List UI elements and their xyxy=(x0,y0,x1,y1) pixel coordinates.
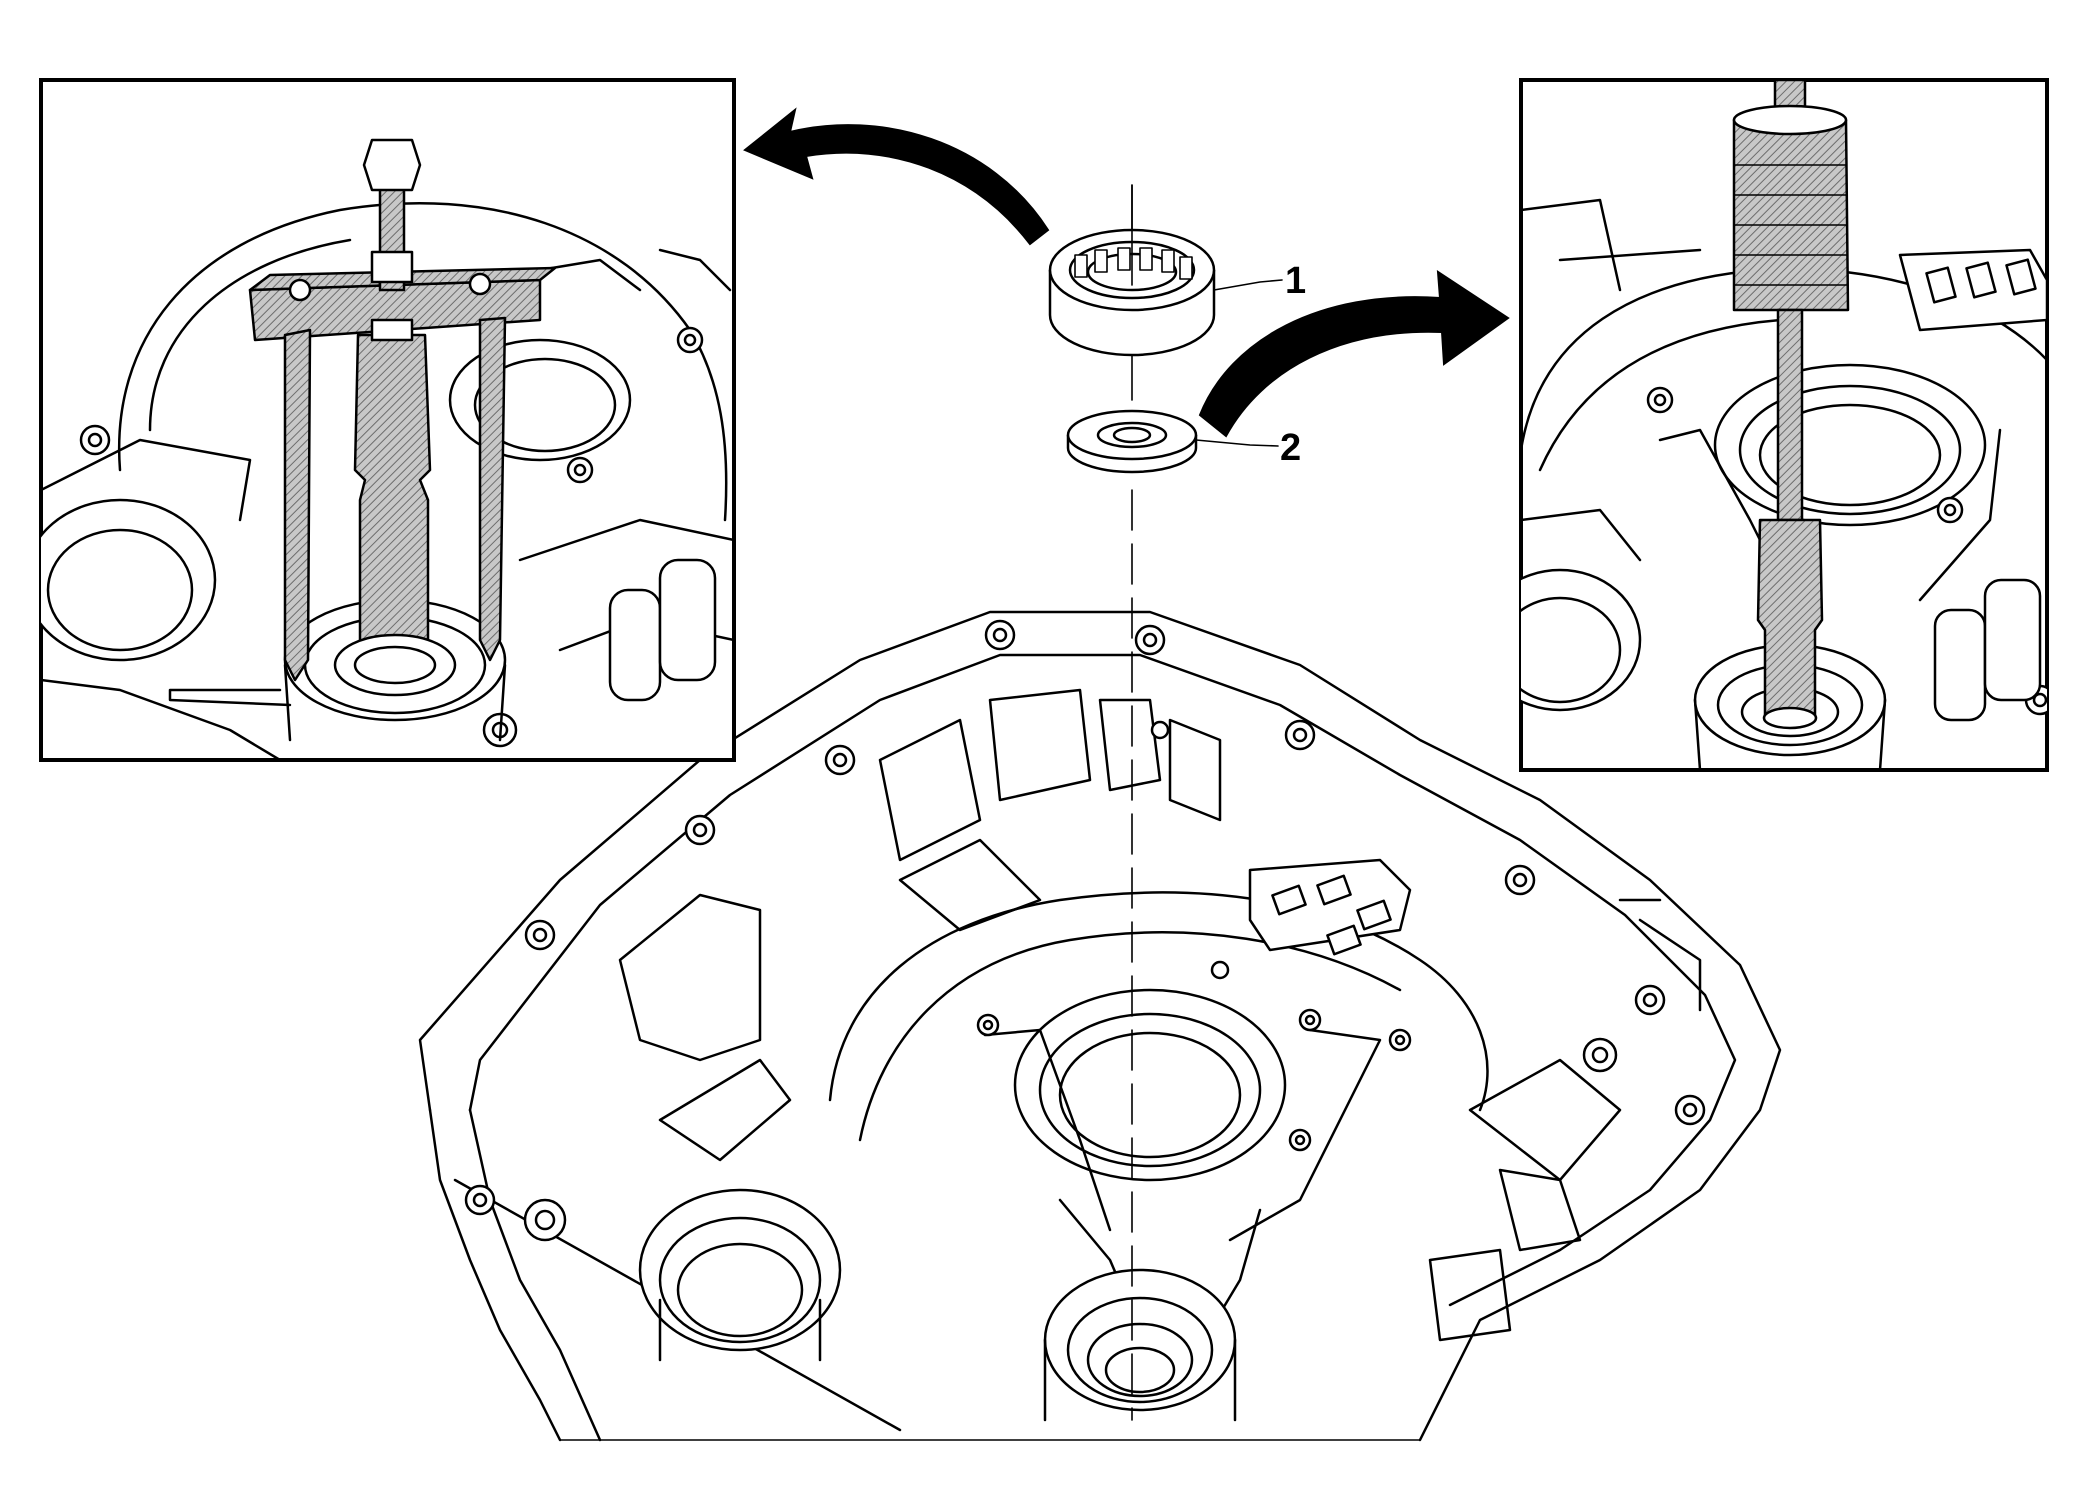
exploded-parts: 1 2 xyxy=(1048,184,1306,1421)
arrow-to-right-panel xyxy=(1198,270,1510,438)
callout-1: 1 xyxy=(1285,260,1306,302)
callout-2: 2 xyxy=(1280,427,1301,469)
left-inset-panel xyxy=(39,78,736,762)
transmission-case xyxy=(418,610,1782,1442)
washer-part xyxy=(1066,409,1198,474)
bearing-part xyxy=(1048,184,1216,357)
right-inset-panel xyxy=(1519,78,2049,772)
arrow-to-left-panel xyxy=(743,107,1050,246)
